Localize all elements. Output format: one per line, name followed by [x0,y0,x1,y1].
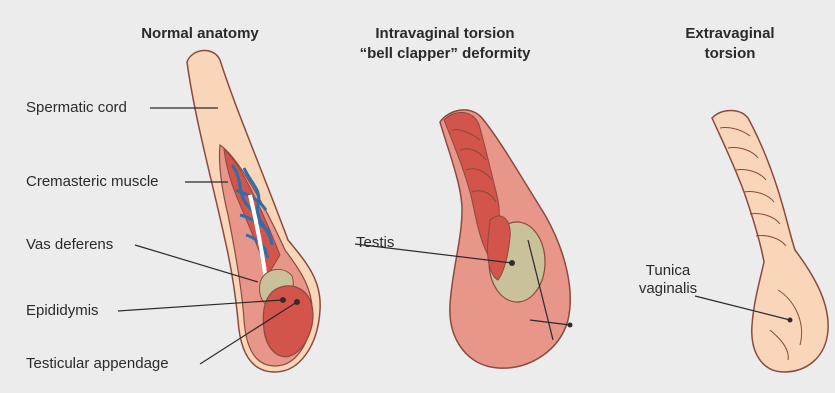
label-epididymis: Epididymis [26,302,99,320]
label-vas-deferens: Vas deferens [26,236,113,254]
extravaginal-figure [712,111,828,373]
title-normal-anatomy: Normal anatomy [105,24,295,44]
title-extravaginal-line2: torsion [660,44,800,64]
normal-anatomy-figure [187,50,320,372]
label-cremasteric-muscle: Cremasteric muscle [26,173,159,191]
title-extravaginal-line1: Extravaginal [660,24,800,44]
title-extravaginal: Extravaginal torsion [660,24,800,64]
label-tunica-line2: vaginalis [628,280,708,298]
intravaginal-figure [440,110,573,368]
title-intravaginal-line2: “bell clapper” deformity [330,44,560,64]
label-testicular-appendage: Testicular appendage [26,355,169,373]
title-intravaginal: Intravaginal torsion “bell clapper” defo… [330,24,560,64]
label-testis: Testis [356,234,394,252]
label-tunica-line1: Tunica [628,262,708,280]
label-spermatic-cord: Spermatic cord [26,99,127,117]
label-tunica-vaginalis: Tunica vaginalis [628,262,708,298]
title-intravaginal-line1: Intravaginal torsion [330,24,560,44]
extravaginal-twisted-cord [712,111,828,373]
